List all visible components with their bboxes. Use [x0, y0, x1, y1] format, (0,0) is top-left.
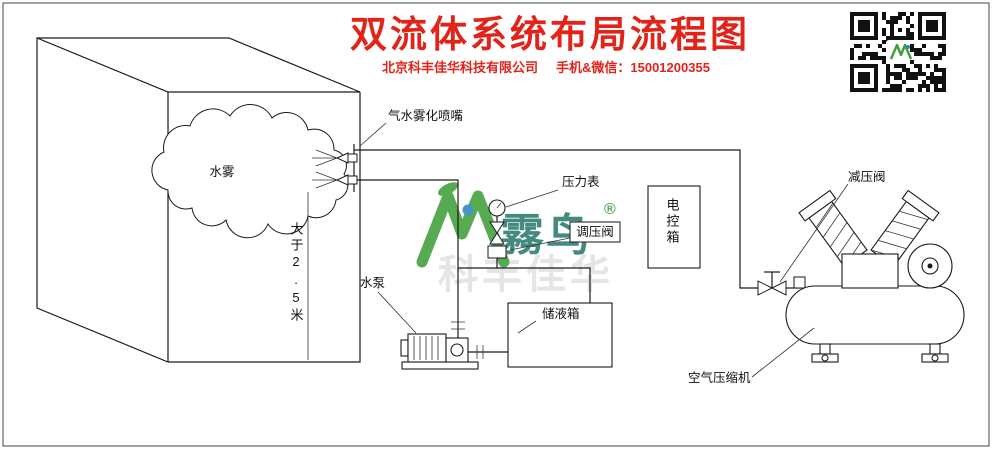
- gauge-label: 压力表: [562, 175, 600, 189]
- regulator-label: 调压阀: [576, 225, 614, 239]
- compressor-crankcase: [841, 253, 899, 289]
- regulator-label-box: [569, 221, 621, 243]
- air-pipe: [354, 149, 758, 289]
- compressor-cylinder-left: [798, 189, 868, 268]
- regulator-assembly: [487, 199, 507, 268]
- height-dimension: 大于2.5米: [289, 192, 309, 360]
- qr-center-logo-icon: [889, 43, 913, 60]
- atomizing-nozzle-assembly: [312, 144, 358, 192]
- water-pipe: [354, 179, 459, 338]
- compressor-label: 空气压缩机: [688, 370, 751, 385]
- tank-label: 储液箱: [542, 306, 580, 321]
- contact-info: 手机&微信：15001200355: [556, 60, 710, 75]
- page-title: 双流体系统布局流程图: [350, 14, 750, 55]
- compressor-feet: [811, 343, 949, 363]
- reducing-valve-label: 减压阀: [848, 170, 886, 184]
- company-name: 北京科丰佳华科技有限公司: [382, 60, 538, 75]
- registered-mark: ®: [604, 201, 616, 218]
- header: 双流体系统布局流程图 北京科丰佳华科技有限公司 手机&微信：1500120035…: [350, 14, 750, 75]
- compressor-motor: [907, 243, 953, 289]
- mist-cloud: 水雾: [151, 104, 349, 239]
- air-compressor: [785, 189, 965, 363]
- brand-bird-logo-icon: [416, 182, 510, 268]
- nozzle-label: 气水雾化喷嘴: [388, 108, 464, 123]
- watermark-company-text: 科丰佳华: [438, 253, 614, 297]
- watermark: 科丰佳华 霧鸟 ®: [416, 182, 616, 297]
- drawing-frame: [2, 2, 990, 447]
- storage-tank: 储液箱: [507, 302, 613, 368]
- compressor-cylinder-right: [870, 189, 940, 268]
- spray-room-box: [36, 37, 361, 363]
- pump-label: 水泵: [360, 276, 385, 290]
- electric-control-box: 电控箱: [647, 185, 701, 269]
- height-label: 大于2.5米: [289, 222, 304, 324]
- qr-code-modules: [850, 12, 946, 92]
- control-box-label: 电控箱: [665, 198, 680, 246]
- pipe-unions: [451, 321, 484, 359]
- spray-lines: [312, 149, 338, 189]
- callouts: 气水雾化喷嘴 压力表 调压阀 水泵 减压阀 空气压缩机: [359, 108, 886, 385]
- mist-label: 水雾: [209, 165, 235, 179]
- bypass-return-pipe: [458, 267, 591, 303]
- qr-code-icon: [846, 8, 950, 96]
- water-pump: [400, 333, 479, 370]
- reducing-valve: [757, 271, 806, 296]
